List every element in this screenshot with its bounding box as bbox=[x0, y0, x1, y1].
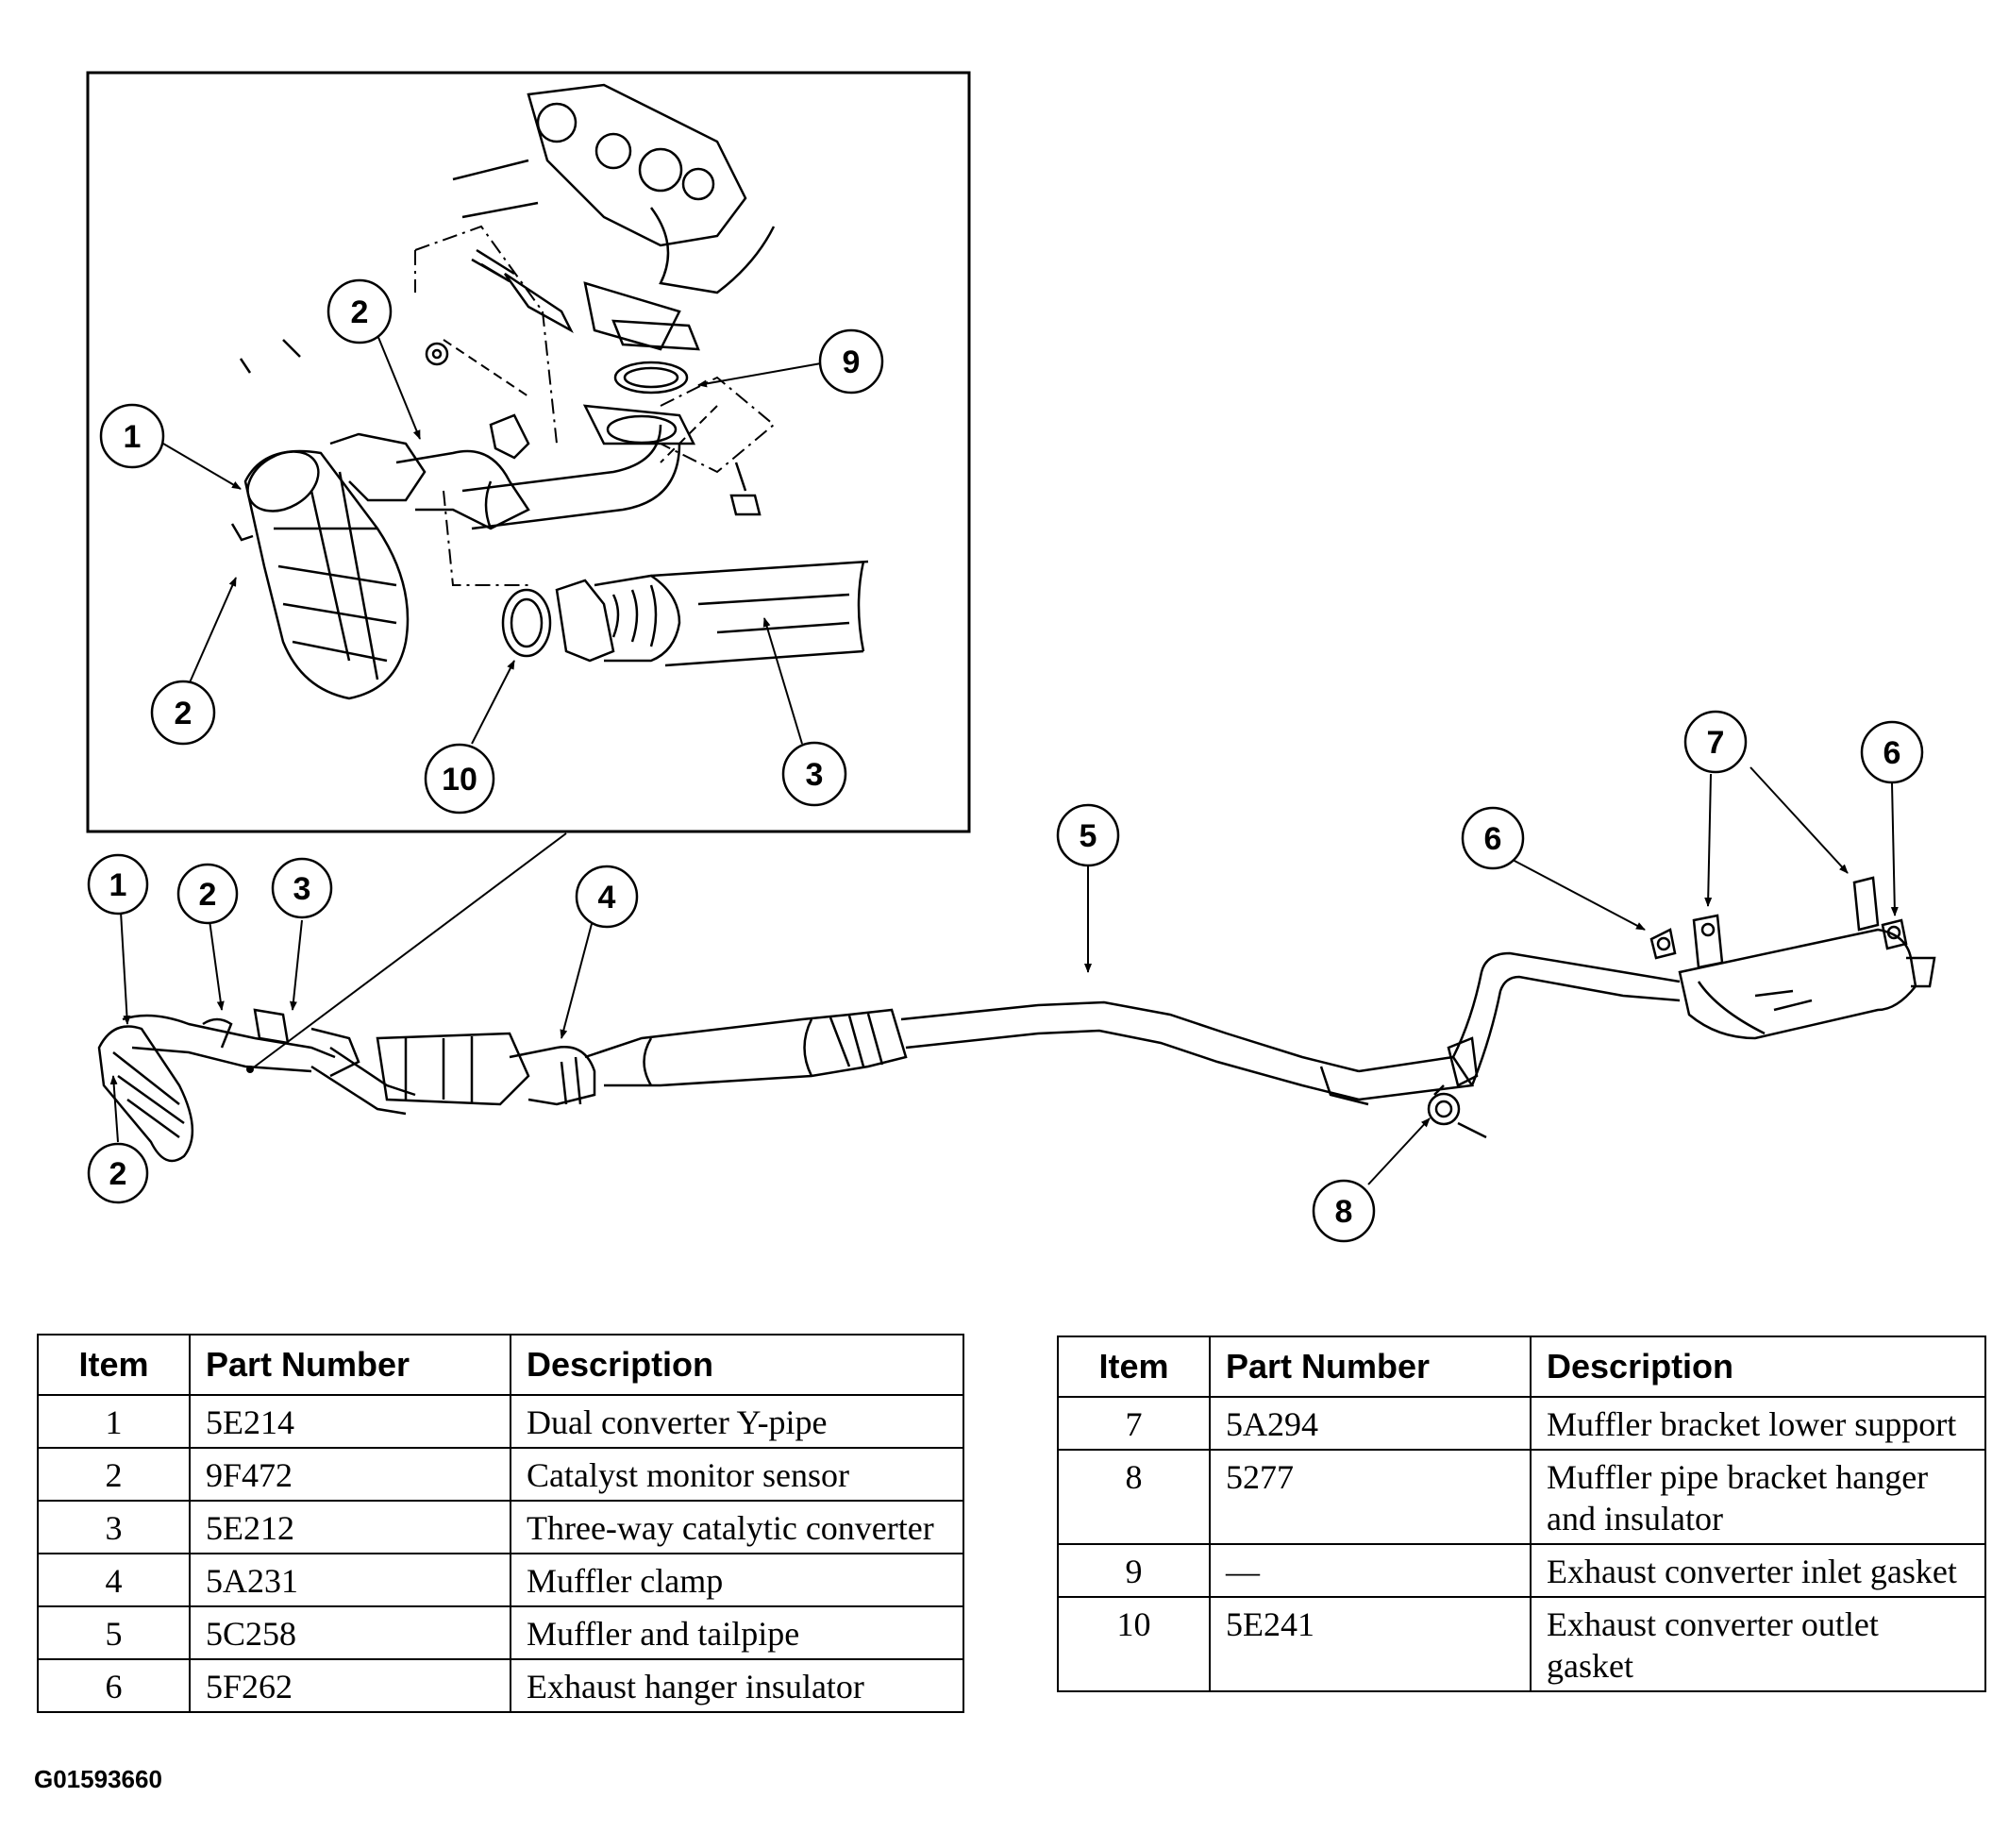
callout-8: 8 bbox=[1312, 1179, 1376, 1243]
header-description: Description bbox=[1530, 1336, 1986, 1398]
callout-4: 4 bbox=[575, 865, 639, 929]
svg-text:5: 5 bbox=[1080, 818, 1097, 854]
inset-inlet-gasket bbox=[613, 361, 689, 395]
svg-text:8: 8 bbox=[1335, 1194, 1353, 1230]
item-cell: 10 bbox=[1057, 1596, 1211, 1692]
callout-6-right: 6 bbox=[1860, 720, 1924, 784]
inset-converter-pipe bbox=[555, 560, 869, 667]
part-number-cell: — bbox=[1209, 1543, 1532, 1598]
overview-hanger-insulator bbox=[1427, 1092, 1461, 1126]
part-number-cell: 5E241 bbox=[1209, 1596, 1532, 1692]
svg-text:9: 9 bbox=[843, 344, 861, 380]
callout-2-inset-bottom: 2 bbox=[150, 680, 216, 746]
table-row: 9—Exhaust converter inlet gasket bbox=[1057, 1543, 1986, 1598]
callout-10-inset: 10 bbox=[424, 743, 495, 815]
callout-2-top: 2 bbox=[176, 863, 239, 925]
callout-2-inset-top: 2 bbox=[326, 278, 393, 344]
item-cell: 9 bbox=[1057, 1543, 1211, 1598]
header-part-number: Part Number bbox=[1209, 1336, 1532, 1398]
callout-1: 1 bbox=[87, 853, 149, 916]
svg-text:7: 7 bbox=[1707, 725, 1725, 761]
part-number-cell: 5C258 bbox=[189, 1605, 511, 1660]
svg-text:6: 6 bbox=[1883, 735, 1901, 771]
description-cell: Muffler clamp bbox=[510, 1553, 964, 1607]
callout-7: 7 bbox=[1683, 710, 1748, 774]
callout-5: 5 bbox=[1056, 803, 1120, 867]
callout-leaders bbox=[109, 334, 1899, 1185]
callout-1-inset: 1 bbox=[99, 403, 165, 469]
item-cell: 6 bbox=[37, 1658, 191, 1713]
svg-text:3: 3 bbox=[806, 757, 824, 793]
svg-text:2: 2 bbox=[175, 696, 193, 731]
callout-9-inset: 9 bbox=[818, 328, 884, 395]
header-description: Description bbox=[510, 1334, 964, 1396]
callout-6-left: 6 bbox=[1461, 806, 1525, 870]
callout-3-inset: 3 bbox=[781, 741, 847, 807]
svg-text:4: 4 bbox=[598, 880, 616, 916]
part-number-cell: 5277 bbox=[1209, 1449, 1532, 1545]
svg-text:1: 1 bbox=[124, 419, 142, 455]
description-cell: Catalyst monitor sensor bbox=[510, 1447, 964, 1502]
svg-text:6: 6 bbox=[1484, 821, 1502, 857]
figure-code: G01593660 bbox=[34, 1765, 162, 1793]
description-cell: Three-way catalytic converter bbox=[510, 1500, 964, 1554]
part-number-cell: 9F472 bbox=[189, 1447, 511, 1502]
inset-y-pipe-converter bbox=[230, 339, 681, 700]
item-cell: 1 bbox=[37, 1394, 191, 1449]
svg-text:2: 2 bbox=[109, 1156, 127, 1192]
description-cell: Muffler and tailpipe bbox=[510, 1605, 964, 1660]
detail-inset bbox=[86, 71, 971, 833]
description-cell: Muffler pipe bracket hanger and insulato… bbox=[1530, 1449, 1986, 1545]
table-header-row: Item Part Number Description bbox=[1057, 1336, 1986, 1398]
inset-manifold-flange bbox=[452, 83, 776, 351]
part-number-cell: 5F262 bbox=[189, 1658, 511, 1713]
svg-text:2: 2 bbox=[199, 877, 217, 913]
callout-2-bottom: 2 bbox=[87, 1142, 149, 1204]
callout-3: 3 bbox=[271, 857, 333, 919]
inset-nut bbox=[425, 342, 449, 366]
svg-text:10: 10 bbox=[442, 762, 477, 798]
header-item: Item bbox=[1057, 1336, 1211, 1398]
part-number-cell: 5A231 bbox=[189, 1553, 511, 1607]
table-header-row: Item Part Number Description bbox=[37, 1334, 964, 1396]
svg-text:2: 2 bbox=[351, 294, 369, 330]
inset-frame bbox=[86, 71, 971, 833]
description-cell: Dual converter Y-pipe bbox=[510, 1394, 964, 1449]
item-cell: 8 bbox=[1057, 1449, 1211, 1545]
exhaust-overview bbox=[97, 876, 1936, 1163]
header-item: Item bbox=[37, 1334, 191, 1396]
header-part-number: Part Number bbox=[189, 1334, 511, 1396]
svg-text:1: 1 bbox=[109, 867, 127, 903]
item-cell: 7 bbox=[1057, 1396, 1211, 1451]
description-cell: Exhaust converter inlet gasket bbox=[1530, 1543, 1986, 1598]
part-number-cell: 5E212 bbox=[189, 1500, 511, 1554]
part-number-cell: 5E214 bbox=[189, 1394, 511, 1449]
item-cell: 4 bbox=[37, 1553, 191, 1607]
callouts: 1 2 2 9 10 3 1 2 3 2 4 5 6 7 6 8 bbox=[87, 278, 1924, 1243]
item-cell: 2 bbox=[37, 1447, 191, 1502]
inset-outlet-gasket bbox=[501, 588, 552, 658]
description-cell: Exhaust converter outlet gasket bbox=[1530, 1596, 1986, 1692]
item-cell: 3 bbox=[37, 1500, 191, 1554]
svg-text:3: 3 bbox=[293, 871, 311, 907]
item-cell: 5 bbox=[37, 1605, 191, 1660]
description-cell: Exhaust hanger insulator bbox=[510, 1658, 964, 1713]
description-cell: Muffler bracket lower support bbox=[1530, 1396, 1986, 1451]
part-number-cell: 5A294 bbox=[1209, 1396, 1532, 1451]
